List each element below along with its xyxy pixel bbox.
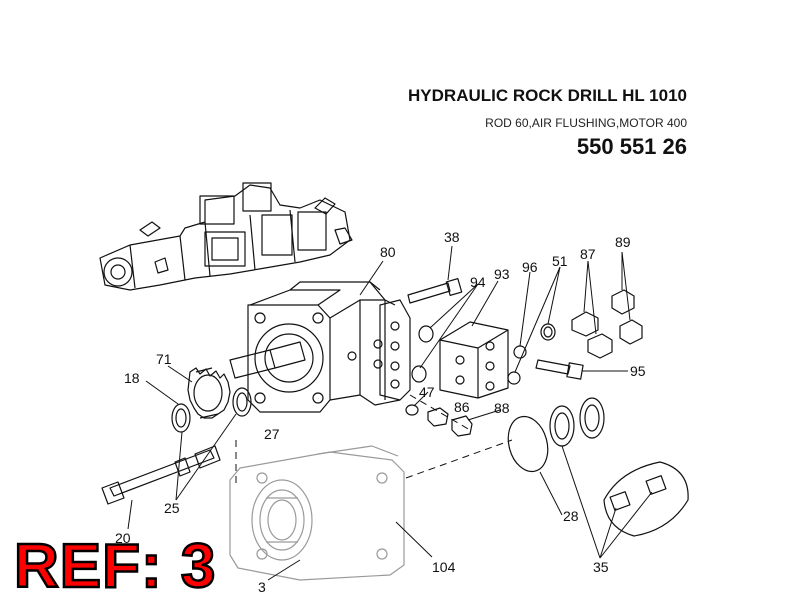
cover-3 [251,479,313,561]
callout-88: 88 [494,400,510,416]
rock-drill-overview [99,182,353,291]
callout-104: 104 [432,559,456,575]
seal-ring-25 [232,387,252,417]
nipple-87 [571,311,613,359]
bolt-38 [407,278,463,304]
valve-block-93 [439,321,509,399]
callout-27: 27 [264,426,280,442]
hydraulic-motor-80 [247,281,401,413]
callout-80: 80 [380,244,396,260]
bushing-35 [549,397,605,447]
nut-89 [611,289,643,345]
callout-86: 86 [454,399,470,415]
reference-badge: REF: 3 [13,532,217,601]
plug-88 [451,415,473,437]
callout-35: 35 [593,559,609,575]
callout-94: 94 [470,274,486,290]
callout-93: 93 [494,266,510,282]
callout-71: 71 [156,351,172,367]
o-ring-94-upper [418,325,434,343]
seal-47 [405,404,419,416]
callout-87: 87 [580,246,596,262]
callout-25: 25 [164,500,180,516]
callout-47: 47 [419,384,435,400]
callout-38: 38 [444,229,460,245]
spindle-20 [101,445,221,505]
callout-51: 51 [552,253,568,269]
callout-89: 89 [615,234,631,250]
o-ring-28 [507,415,549,473]
o-ring-94-lower [411,365,427,383]
screw-95 [535,359,584,380]
housing-104 [229,445,405,581]
seal-ring-18 [171,403,191,433]
callout-3: 3 [258,579,266,595]
gear-71 [187,367,231,419]
diagram-subtitle: ROD 60,AIR FLUSHING,MOTOR 400 [485,116,687,130]
callout-95: 95 [630,363,646,379]
motor-end-cover [347,299,411,401]
motor-shaft [229,341,306,379]
plug-86 [427,407,449,427]
callout-18: 18 [124,370,140,386]
seal-96 [513,345,527,359]
callout-20: 20 [115,530,131,546]
diagram-title: HYDRAULIC ROCK DRILL HL 1010 [408,86,687,105]
part-number: 550 551 26 [576,134,687,159]
callout-96: 96 [522,259,538,275]
callout-28: 28 [563,508,579,524]
